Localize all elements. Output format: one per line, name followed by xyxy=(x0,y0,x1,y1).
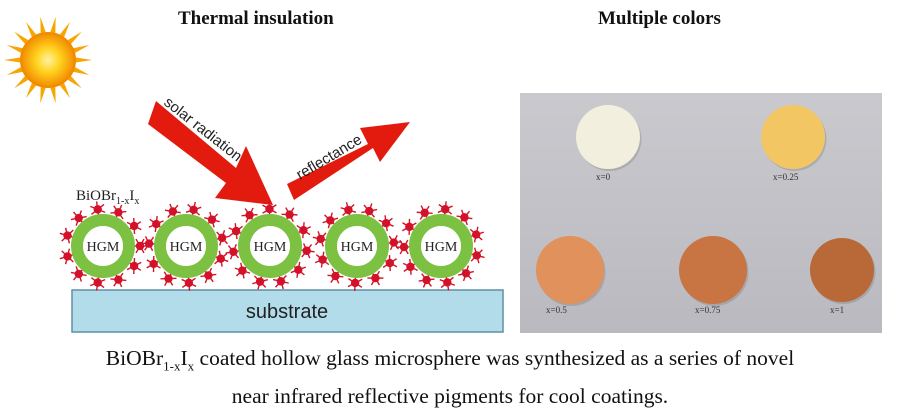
solar-radiation-arrow xyxy=(148,101,273,205)
bioi-particle xyxy=(290,261,307,278)
caption-text-2: I xyxy=(180,346,188,370)
bioi-particle xyxy=(148,216,164,233)
hgm-microsphere: HGM xyxy=(312,202,402,291)
sample-label: x=0.25 xyxy=(773,172,799,182)
sun-ray xyxy=(4,57,21,63)
bioi-particle xyxy=(347,274,363,291)
sun-ray xyxy=(59,82,70,99)
bioi-particle xyxy=(204,211,220,228)
hgm-microsphere: HGM xyxy=(59,201,148,291)
sample-disc: x=0 xyxy=(576,105,642,182)
bioi-particle xyxy=(272,273,289,290)
hgm-microsphere: HGM xyxy=(141,201,231,291)
bioi-particle xyxy=(382,255,398,272)
caption-subscript-1: 1-x xyxy=(163,358,181,374)
sample-disc: x=0.25 xyxy=(761,105,827,182)
bioi-particle xyxy=(416,205,433,221)
substrate-layer xyxy=(71,289,504,333)
bioi-particle xyxy=(327,268,344,284)
bioi-particle xyxy=(241,207,258,223)
bioi-particle xyxy=(90,201,106,218)
bioi-particle xyxy=(234,262,251,279)
hgm-label: HGM xyxy=(170,240,203,255)
sun-ray xyxy=(26,82,37,99)
sample-label: x=0.75 xyxy=(695,305,721,315)
bioi-particle xyxy=(214,230,231,246)
sun-ray xyxy=(40,16,46,33)
bioi-particle xyxy=(181,274,197,291)
bioi-particle xyxy=(141,236,158,252)
bioi-particle xyxy=(213,250,229,267)
caption-text-1: BiOBr xyxy=(105,346,164,370)
sun-ray xyxy=(73,44,90,53)
sample-label: x=1 xyxy=(830,305,844,315)
sample-disc: x=0.75 xyxy=(679,236,749,315)
bioi-particle xyxy=(298,243,315,259)
microsphere-group: HGM HGM HGM HGM HGM xyxy=(59,200,485,291)
bioi-particle xyxy=(228,223,244,240)
bioi-particle xyxy=(164,203,181,220)
sun-icon xyxy=(4,16,92,104)
bioi-particle xyxy=(70,210,87,226)
hgm-label: HGM xyxy=(254,240,287,255)
sun-ray xyxy=(14,31,29,45)
bioi-particle xyxy=(252,273,268,290)
sun-ray xyxy=(50,87,56,104)
bioi-particle xyxy=(59,248,76,265)
multiple-colors-heading: Multiple colors xyxy=(598,8,721,29)
bioi-particle xyxy=(110,272,127,288)
bioi-particle xyxy=(439,274,456,291)
substrate-label: substrate xyxy=(246,301,328,323)
bioi-particle xyxy=(146,255,161,272)
hgm-label: HGM xyxy=(341,240,374,255)
bioi-particle xyxy=(126,257,142,275)
bioi-particle xyxy=(340,202,357,218)
hgm-label: HGM xyxy=(425,240,458,255)
bioi-particle xyxy=(132,238,148,254)
bioi-particle xyxy=(401,218,417,235)
sun-ray xyxy=(59,21,70,38)
bioi-particle xyxy=(185,201,202,218)
sun-ray xyxy=(14,75,29,89)
hgm-label: HGM xyxy=(87,240,120,255)
bioi-particle xyxy=(458,265,474,282)
material-formula-label: BiOBr1-xIx xyxy=(76,188,139,207)
sun-ray xyxy=(40,87,46,104)
caption-subscript-2: x xyxy=(187,358,195,374)
bioi-particle xyxy=(90,274,106,291)
sample-label: x=0.5 xyxy=(546,305,567,315)
bioi-particle xyxy=(322,212,339,229)
caption: BiOBr1-xIx coated hollow glass microsphe… xyxy=(0,343,900,411)
sample-disc: x=1 xyxy=(810,238,876,315)
sun-ray xyxy=(50,16,56,33)
sun-ray xyxy=(6,67,23,76)
bioi-particle xyxy=(468,247,485,264)
caption-line-1: BiOBr1-xIx coated hollow glass microsphe… xyxy=(0,343,900,381)
sample-disc: x=0.5 xyxy=(536,236,606,315)
caption-line-2: near infrared reflective pigments for co… xyxy=(231,384,669,409)
bioi-particle xyxy=(225,244,242,260)
bioi-particle xyxy=(200,267,217,284)
sun-ray xyxy=(73,67,90,76)
reflectance-arrow xyxy=(287,122,410,200)
sun-ray xyxy=(26,21,37,38)
sun-ray xyxy=(75,57,92,63)
hgm-microsphere: HGM xyxy=(395,201,485,291)
sample-disc-group: x=0 x=0.25 x=0.5 x=0.75 x=1 xyxy=(536,105,876,315)
caption-text-3: coated hollow glass microsphere was synt… xyxy=(194,346,795,370)
bioi-particle xyxy=(312,231,329,247)
bioi-particle xyxy=(314,251,331,268)
thermal-insulation-heading: Thermal insulation xyxy=(178,8,334,29)
bioi-particle xyxy=(281,207,298,222)
sample-label: x=0 xyxy=(596,172,611,182)
sun-ray xyxy=(6,44,23,53)
sun-ray xyxy=(67,75,82,89)
sun-ray xyxy=(67,31,82,45)
hgm-microsphere: HGM xyxy=(225,200,315,290)
bioi-particle xyxy=(126,217,142,235)
